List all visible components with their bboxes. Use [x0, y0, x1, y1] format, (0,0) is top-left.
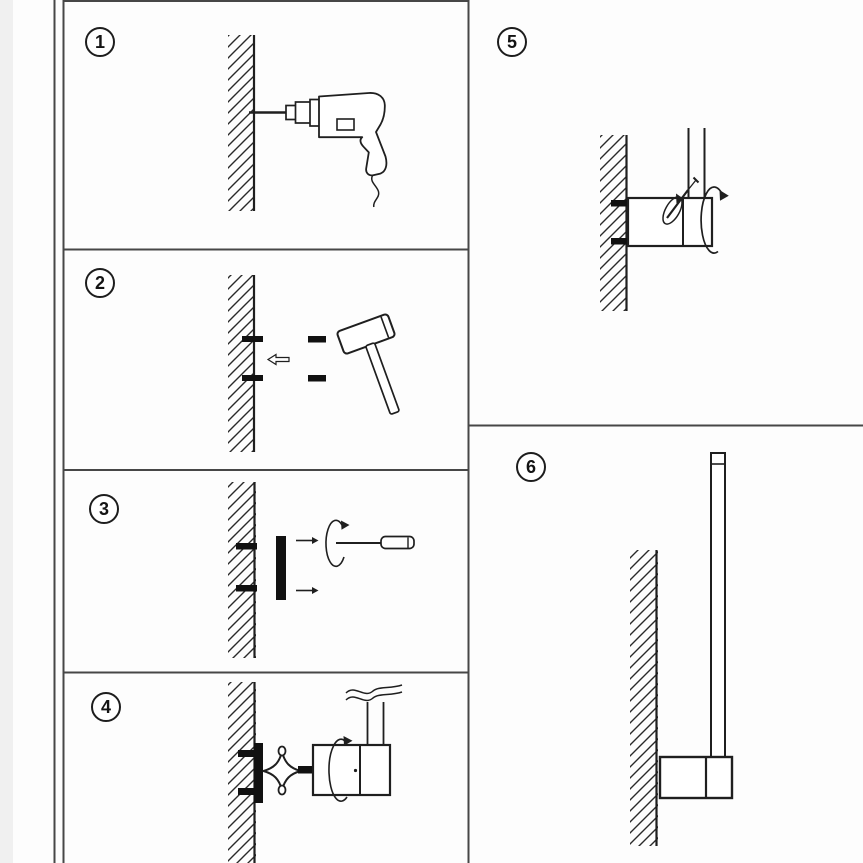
- screw-in-wall: [236, 585, 257, 592]
- break-line: [345, 684, 403, 695]
- step-3-illustration: [228, 482, 415, 658]
- step-2-illustration: [228, 275, 400, 452]
- break-line: [345, 691, 403, 702]
- set-screwdriver-icon: [662, 176, 700, 225]
- connector-stub: [298, 766, 313, 774]
- wall-hatch: [600, 135, 628, 311]
- screwdriver-icon: [336, 535, 415, 550]
- wall-hatch: [228, 35, 256, 211]
- screw-direction-arrows: [296, 537, 319, 594]
- wall-hatch: [228, 682, 256, 863]
- step-number: 2: [94, 273, 105, 293]
- panel-grid: [53, 0, 863, 863]
- step-number: 3: [98, 499, 109, 519]
- set-screw: [687, 179, 697, 191]
- mallet-handle: [365, 342, 400, 415]
- lamp-tube-lower-end: [345, 684, 403, 745]
- rotation-arrow: [328, 736, 358, 802]
- step-4-illustration: [228, 682, 403, 863]
- step-number: 5: [506, 32, 517, 52]
- drill-body: [318, 92, 388, 177]
- screw-in-wall: [236, 543, 257, 550]
- drill-label-plate: [336, 118, 355, 131]
- screw-in-wall: [238, 750, 255, 757]
- power-cord: [371, 175, 380, 208]
- lamp-tube: [710, 452, 726, 758]
- wall-hatch: [228, 482, 256, 658]
- screwdriver-handle: [380, 535, 415, 550]
- screwdriver-shaft: [666, 189, 689, 219]
- insert-direction-arrow: [266, 353, 290, 366]
- step-number: 1: [94, 32, 105, 52]
- step-number: 4: [100, 697, 111, 717]
- lamp-base-box: [626, 196, 714, 248]
- wall-anchor-loose: [308, 375, 326, 382]
- step-1-badge: 1: [85, 27, 115, 57]
- wall-hatch: [228, 275, 256, 452]
- wall-hatch: [630, 550, 658, 846]
- lamp-tube-being-inserted: [687, 128, 706, 198]
- wall-bracket: [254, 743, 263, 803]
- rotation-arrow: [700, 186, 729, 254]
- lamp-base-box: [311, 743, 392, 797]
- wall-anchor-inserted: [242, 336, 263, 342]
- wall-anchor-inserted: [242, 375, 263, 381]
- mounting-plate: [276, 536, 286, 600]
- step-1-illustration: [228, 35, 388, 211]
- step-5-badge: 5: [497, 27, 527, 57]
- wall-anchor-inserted: [611, 238, 630, 245]
- step-2-badge: 2: [85, 268, 115, 298]
- drill-icon: [249, 92, 388, 208]
- screw-in-wall: [238, 788, 255, 795]
- step-4-badge: 4: [91, 692, 121, 722]
- step-number: 6: [525, 457, 536, 477]
- step-6-badge: 6: [516, 452, 546, 482]
- step-3-badge: 3: [89, 494, 119, 524]
- mallet-icon: [336, 313, 400, 415]
- step-5-illustration: [600, 128, 729, 311]
- wall-anchor-loose: [308, 336, 326, 343]
- step-6-illustration: [630, 452, 734, 846]
- page-left-margin: [0, 0, 13, 863]
- rotation-arrow: [325, 519, 350, 568]
- wall-anchor-inserted: [611, 200, 630, 207]
- bracket-star-connector: [262, 745, 302, 796]
- lamp-base-box: [658, 755, 734, 800]
